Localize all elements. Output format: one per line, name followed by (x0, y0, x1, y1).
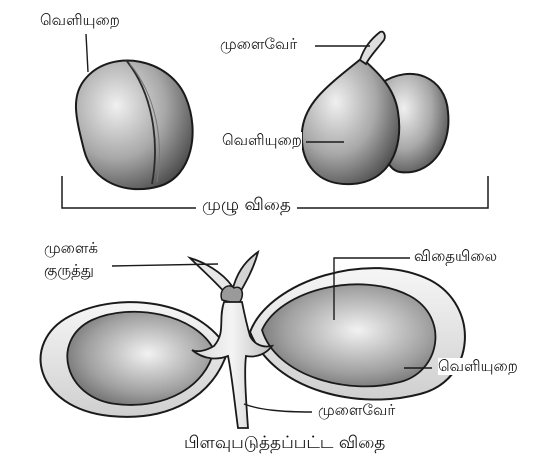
label-radicle-bottom: முளைவேர் (318, 402, 395, 419)
label-radicle-top: முளைவேர் (220, 36, 297, 53)
seed-right-body (302, 58, 399, 184)
whole-seed-left (76, 60, 193, 189)
split-seed (41, 252, 465, 428)
leader-radicle-bottom (244, 404, 312, 412)
label-seed-coat-left: வெளியுறை (40, 12, 120, 29)
label-plumule-line2: குருத்து (44, 262, 94, 279)
label-seed-coat-right: வெளியுறை (438, 358, 518, 375)
seed-left-body (76, 61, 193, 190)
leader-seed-coat-left (86, 34, 88, 72)
label-whole-seed: முழு விதை (196, 196, 297, 216)
label-seed-coat-mid: வெளியுறை (222, 132, 302, 149)
label-plumule-line1: முளைக் (44, 240, 98, 257)
radicle-tip (360, 32, 385, 64)
label-cotyledon: விதையிலை (414, 248, 497, 265)
whole-seed-right (302, 32, 449, 185)
label-split-seed: பிளவுபடுத்தப்பட்ட விதை (178, 434, 391, 454)
